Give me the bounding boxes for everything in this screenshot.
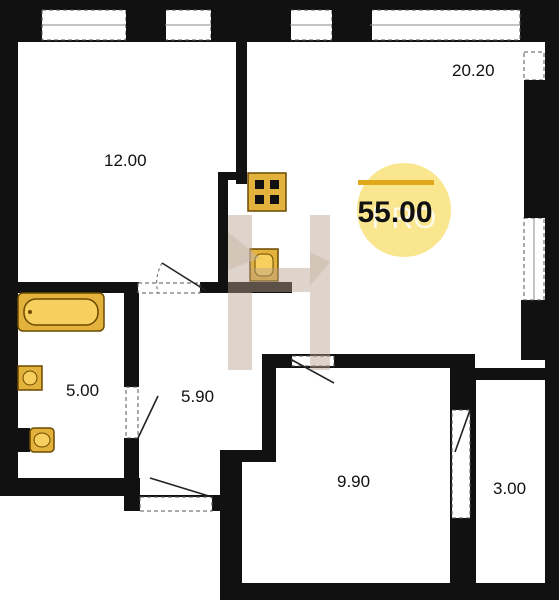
room-area-storage: 3.00 (493, 479, 526, 498)
toilet-icon (18, 428, 30, 452)
windows (41, 0, 545, 301)
total-area-value: 55.00 (357, 196, 432, 229)
watermark-text: PRO (371, 202, 436, 235)
room-area-living: 20.20 (452, 61, 495, 80)
fixtures (17, 172, 287, 453)
room-area-hall: 5.90 (181, 387, 214, 406)
room-area-bathroom: 5.00 (66, 381, 99, 400)
doors (125, 262, 471, 519)
room-area-room2: 9.90 (337, 472, 370, 491)
total-area-badge: PRO 55.00 (357, 163, 451, 257)
room-area-bedroom: 12.00 (104, 151, 147, 170)
watermark-logo (228, 215, 330, 370)
stove-icon (247, 172, 287, 212)
